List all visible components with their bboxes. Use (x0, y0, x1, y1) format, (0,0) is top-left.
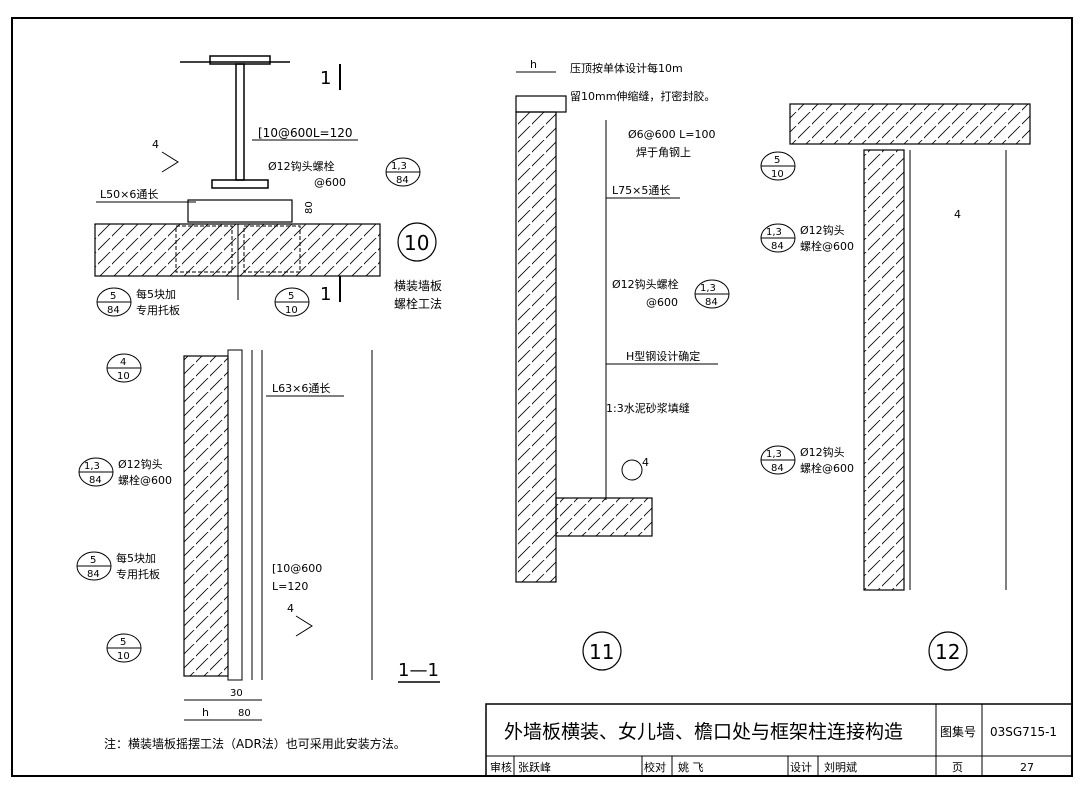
weld-size-1-1: 4 (287, 602, 294, 615)
review-name: 张跃峰 (518, 760, 551, 774)
plate-ref-top-10: 5 (110, 291, 116, 302)
wall-panel-11 (515, 111, 557, 583)
channel-label-1-1-a: [10@600 (272, 562, 322, 575)
bolt1-note-2-12: 螺栓@600 (800, 239, 854, 253)
rebar-2-11: 焊于角钢上 (636, 145, 691, 159)
plate-note-1-1-1: 每5块加 (116, 551, 156, 565)
base-ref-bottom-1-1: 10 (117, 651, 130, 662)
page-label: 页 (952, 761, 963, 774)
hsteel-label-11: H型钢设计确定 (626, 349, 700, 363)
dim-h-1-1: h (202, 706, 209, 719)
bolt-label-11: Ø12钩头螺栓 (612, 277, 679, 291)
plate-ref-top-1-1: 5 (90, 555, 96, 566)
bolt-ref-bottom-1-1: 84 (89, 475, 102, 486)
bolt2-ref-top-12: 1,3 (766, 449, 782, 460)
section-mark-top: 1 (320, 68, 331, 89)
wall-panel-1-1 (183, 355, 229, 677)
bolt-note-1-1-1: Ø12钩头 (118, 457, 163, 471)
bolt-ref-top-11: 1,3 (700, 283, 716, 294)
weld-symbol-10 (161, 151, 179, 173)
detail-no-11: 11 (589, 640, 614, 664)
title-block: 外墙板横装、女儿墙、檐口处与框架柱连接构造 图集号 03SG715-1 审核 张… (485, 703, 1073, 777)
ref-bottom-12: 10 (771, 169, 784, 180)
base-ref-top-1-1: 5 (120, 637, 126, 648)
angle-label-11: L75×5通长 (612, 184, 670, 197)
wall-panel-12 (863, 149, 905, 591)
channel-label-10: [10@600L=120 (258, 126, 353, 140)
detail-11-group: h 压顶按单体设计每10m 留10mm伸缩缝，打密封胶。 Ø6@600 L=10… (515, 58, 730, 671)
detail-12-group: 5 10 4 1,3 84 Ø12钩头 螺栓@600 1,3 84 Ø12钩头 … (760, 103, 1031, 671)
beam-11 (555, 497, 653, 537)
note-1-11: 压顶按单体设计每10m (570, 61, 683, 75)
mortar-label-11: 1:3水泥砂浆填缝 (606, 401, 690, 415)
bolt1-ref-bottom-12: 84 (771, 241, 784, 252)
detail-10-group: 1 1 [10@600L=120 4 L50×6通长 Ø12钩头螺栓 @600 … (94, 55, 442, 317)
bolt-label-10: Ø12钩头螺栓 (268, 159, 335, 173)
bolt-spacing-11: @600 (646, 296, 678, 309)
weld-symbol-1-1 (295, 615, 313, 637)
bolt2-ref-bottom-12: 84 (771, 463, 784, 474)
drawing-note: 注：横装墙板摇摆工法（ADR法）也可采用此安装方法。 (104, 736, 406, 751)
i-beam-column (180, 55, 290, 189)
detail-no-12: 12 (935, 640, 960, 664)
rebar-1-11: Ø6@600 L=100 (628, 128, 716, 141)
plate-ref-bottom-10: 84 (107, 305, 120, 316)
support-plate-right (243, 225, 301, 273)
check-label: 校对 (644, 760, 666, 774)
bolt-spacing-10: @600 (314, 176, 346, 189)
review-label: 审核 (490, 760, 512, 774)
design-label: 设计 (790, 761, 812, 774)
support-plate-left (175, 225, 233, 273)
bolt1-note-1-12: Ø12钩头 (800, 223, 845, 237)
plate-note-2-10: 专用托板 (136, 303, 180, 317)
lower-ref-top-10: 5 (288, 291, 294, 302)
detail-title-1-10: 横装墙板 (394, 279, 442, 293)
bolt-ref-top-10: 1,3 (391, 161, 407, 172)
bolt1-ref-top-12: 1,3 (766, 227, 782, 238)
dim-30-1-1: 30 (230, 688, 243, 699)
ref-top-1-1: 4 (120, 357, 126, 368)
bolt2-note-1-12: Ø12钩头 (800, 445, 845, 459)
dim-h-11: h (530, 58, 537, 71)
eave-slab-12 (789, 103, 1031, 145)
bolt-ref-bottom-10: 84 (396, 175, 409, 186)
title-text: 外墙板横装、女儿墙、檐口处与框架柱连接构造 (504, 721, 903, 743)
channel-label-1-1-b: L=120 (272, 580, 308, 593)
section-mark-bottom: 1 (320, 284, 331, 305)
ref-top-12: 5 (774, 155, 780, 166)
check-name: 姚 飞 (678, 760, 704, 774)
weld-size-11: 4 (642, 456, 649, 469)
section-title-1-1: 1—1 (398, 660, 439, 681)
detail-title-2-10: 螺栓工法 (394, 296, 442, 311)
angle-label-10: L50×6通长 (100, 188, 158, 201)
weld-size-10: 4 (152, 138, 159, 151)
bolt-note-2-1-1: 螺栓@600 (118, 473, 172, 487)
design-name: 刘明斌 (824, 761, 857, 774)
plate-ref-bottom-1-1: 84 (87, 569, 100, 580)
angle-label-1-1: L63×6通长 (272, 382, 330, 395)
detail-no-circle-11 (582, 631, 622, 671)
lower-ref-bottom-10: 10 (285, 305, 298, 316)
ref-bottom-1-1: 10 (117, 371, 130, 382)
note-2-11: 留10mm伸缩缝，打密封胶。 (570, 89, 715, 103)
bolt-ref-bottom-11: 84 (705, 297, 718, 308)
detail-no-circle-12 (928, 631, 968, 671)
detail-no-10: 10 (404, 231, 429, 255)
detail-no-circle-10 (397, 222, 437, 262)
bolt2-note-2-12: 螺栓@600 (800, 461, 854, 475)
weld-size-12: 4 (954, 208, 961, 221)
dim-80-10: 80 (304, 201, 315, 214)
atlas-no: 03SG715-1 (990, 725, 1057, 739)
atlas-label: 图集号 (940, 724, 976, 739)
angle-support (187, 199, 293, 223)
plate-note-1-10: 每5块加 (136, 287, 176, 301)
page-no: 27 (1020, 761, 1034, 774)
coping-11 (515, 95, 567, 113)
bolt-ref-top-1-1: 1,3 (84, 461, 100, 472)
plate-note-2-1-1: 专用托板 (116, 567, 160, 581)
dim-80-1-1: 80 (238, 708, 251, 719)
section-1-1-group: 4 10 L63×6通长 1,3 84 Ø12钩头 螺栓@600 5 84 每5… (76, 349, 440, 721)
